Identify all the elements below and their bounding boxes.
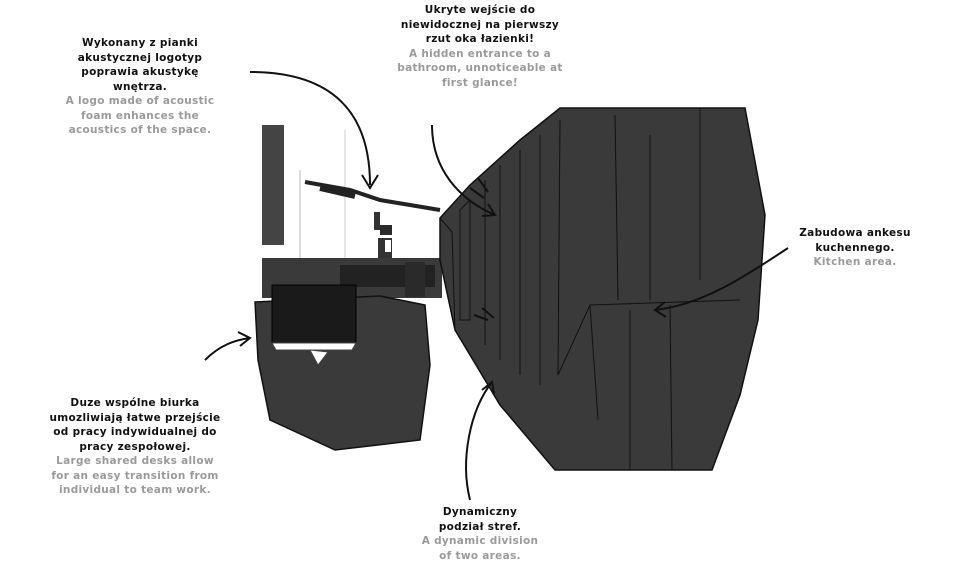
arrow-kitchen	[654, 247, 789, 311]
annotation-logo-pl: Wykonany z pianki akustycznej logotyp po…	[77, 37, 203, 93]
monitor	[271, 284, 357, 344]
background-office	[262, 125, 442, 298]
annotation-bathroom: Ukryte wejście do niewidocznej na pierws…	[380, 3, 580, 90]
annotation-logo: Wykonany z pianki akustycznej logotyp po…	[40, 36, 240, 138]
arrow-division	[465, 381, 493, 501]
monitor-stand	[271, 342, 357, 351]
annotation-division-pl: Dynamiczny podział stref.	[438, 506, 522, 533]
annotation-division: Dynamiczny podział stref. A dynamic divi…	[405, 505, 555, 563]
annotation-desks-en: Large shared desks allow for an easy tra…	[51, 455, 219, 496]
annotation-kitchen-pl: Zabudowa ankesu kuchennego.	[799, 227, 911, 254]
kitchen-wall	[439, 107, 766, 471]
annotation-kitchen: Zabudowa ankesu kuchennego. Kitchen area…	[785, 226, 925, 270]
annotation-bathroom-en: A hidden entrance to a bathroom, unnotic…	[397, 47, 563, 89]
annotation-arrows	[204, 71, 789, 501]
arrow-desks	[204, 337, 251, 361]
annotation-desks-pl: Duze wspólne biurka umozliwiają łatwe pr…	[49, 397, 221, 453]
annotation-kitchen-en: Kitchen area.	[813, 256, 897, 268]
annotation-logo-en: A logo made of acoustic foam enhances th…	[65, 95, 215, 136]
acoustic-foam-logo	[374, 212, 392, 258]
annotation-desks: Duze wspólne biurka umozliwiają łatwe pr…	[20, 396, 250, 498]
arrow-bathroom	[431, 124, 496, 216]
annotation-division-en: A dynamic division of two areas.	[421, 535, 539, 562]
arrow-logo	[249, 71, 371, 186]
annotation-bathroom-pl: Ukryte wejście do niewidocznej na pierws…	[400, 4, 560, 45]
